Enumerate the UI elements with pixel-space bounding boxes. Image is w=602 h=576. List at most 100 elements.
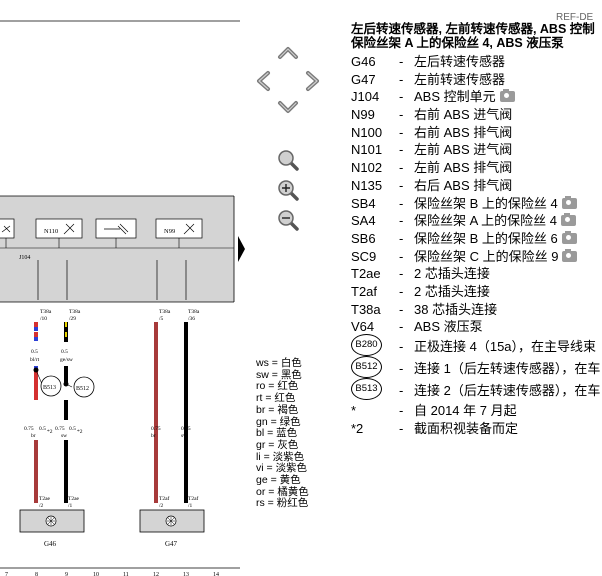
- zoom-reset-icon[interactable]: [276, 148, 300, 172]
- color-code: ge: [256, 474, 268, 487]
- pin-label: /5: [159, 316, 164, 322]
- arrow-down-icon[interactable]: [276, 100, 300, 116]
- equals-sign: =: [267, 415, 280, 428]
- equals-sign: =: [264, 497, 277, 510]
- legend-dash: -: [399, 213, 404, 229]
- legend-dash: -: [399, 301, 404, 317]
- splice-label-b513: B513: [43, 385, 56, 391]
- legend-row: SA4-保险丝架 A 上的保险丝 4: [351, 212, 602, 230]
- legend-desc: 右后 ABS 排气阀: [414, 177, 512, 195]
- color-code: ws: [256, 357, 269, 369]
- color-code: sw: [256, 368, 269, 381]
- color-code-row: vi = 淡紫色: [256, 462, 309, 475]
- wiring-diagram-svg: - ---- N110 N99 J104 T38a /10 T38a /29 T…: [0, 20, 240, 576]
- ruler-number: 8: [35, 572, 38, 576]
- camera-icon[interactable]: [561, 230, 577, 244]
- legend-row: N135-右后 ABS 排气阀: [351, 177, 602, 195]
- equals-sign: =: [264, 427, 277, 440]
- sensor-pin-label: /1: [68, 503, 73, 509]
- ruler-number: 7: [5, 572, 8, 576]
- color-name: 淡紫色: [275, 462, 308, 475]
- legend-dash: -: [399, 339, 404, 354]
- splice-circle-b512: [73, 376, 95, 398]
- camera-icon[interactable]: [562, 248, 578, 262]
- equals-sign: =: [268, 357, 281, 369]
- color-code: vi: [256, 462, 264, 475]
- legend-desc: 左后转速传感器: [414, 53, 505, 71]
- legend-row: B280-正极连接 4（15a），在主导线束: [351, 334, 602, 358]
- camera-icon[interactable]: [561, 195, 577, 209]
- arrow-left-icon[interactable]: [254, 69, 272, 93]
- ruler-number: 13: [183, 572, 189, 576]
- pin-label: T38a: [69, 309, 81, 315]
- arrow-up-icon[interactable]: [276, 44, 300, 60]
- legend-desc: 2 芯插头连接: [414, 283, 490, 301]
- note-label: *2: [47, 429, 53, 435]
- legend-desc-text: 右前 ABS 排气阀: [414, 124, 513, 140]
- legend-desc-text: 2 芯插头连接: [414, 283, 490, 299]
- legend-dash: -: [399, 283, 404, 299]
- legend-code: *2: [351, 420, 364, 436]
- legend-row: B513-连接 2（后左转速传感器），在车: [351, 378, 602, 402]
- legend-code: T2af: [351, 283, 378, 299]
- color-name: 蓝色: [276, 427, 298, 440]
- next-page-arrow-icon[interactable]: [238, 236, 246, 262]
- color-name: 褐色: [277, 403, 299, 416]
- sensor-box-g47: G47: [139, 509, 205, 548]
- wire-size-label: 0.5: [31, 349, 38, 355]
- legend-desc: 2 芯插头连接: [414, 265, 490, 283]
- wire-size-label: 0.75: [55, 426, 65, 432]
- legend-desc-text: 38 芯插头连接: [414, 301, 498, 317]
- legend-row: N101-左前 ABS 进气阀: [351, 141, 602, 159]
- legend-desc-text: 保险丝架 C 上的保险丝 9: [414, 248, 559, 264]
- wiring-diagram[interactable]: - ---- N110 N99 J104 T38a /10 T38a /29 T…: [0, 0, 240, 576]
- sensor-pin-label: /1: [188, 503, 193, 509]
- arrow-right-icon[interactable]: [304, 69, 322, 93]
- legend-row: B512-连接 1（后左转速传感器），在车: [351, 356, 602, 380]
- color-code-row: li = 淡紫色: [256, 451, 309, 464]
- legend-desc: 保险丝架 C 上的保险丝 9: [414, 248, 578, 266]
- legend-code: SA4: [351, 213, 376, 229]
- legend-dash: -: [399, 142, 404, 158]
- legend-row: *-自 2014 年 7 月起: [351, 402, 602, 420]
- zoom-in-icon[interactable]: [276, 178, 300, 202]
- wire-size-label: 0.5: [69, 426, 76, 432]
- equals-sign: =: [268, 368, 281, 381]
- color-name: 橘黄色: [277, 485, 309, 498]
- legend-desc-text: 左前 ABS 排气阀: [414, 160, 513, 176]
- sensor-pin-label: T2ae: [68, 496, 80, 502]
- wire-color-label: br: [31, 433, 36, 439]
- legend-desc: 左前转速传感器: [414, 71, 505, 89]
- camera-icon[interactable]: [561, 213, 577, 227]
- legend-row: V64-ABS 液压泵: [351, 318, 602, 336]
- legend-code: N102: [351, 160, 383, 176]
- wire-color-label: br: [151, 433, 156, 439]
- color-name: 红色: [277, 380, 299, 393]
- camera-icon[interactable]: [499, 89, 515, 103]
- ruler-number: 10: [93, 572, 99, 576]
- legend-desc: 右前 ABS 排气阀: [414, 124, 512, 142]
- sensor-pin-label: /2: [39, 503, 44, 509]
- valve-box-n110: N110: [35, 218, 83, 239]
- legend-dash: -: [399, 403, 404, 418]
- legend-code: J104: [351, 89, 380, 105]
- legend-title-line1: 左后转速传感器, 左前转速传感器, ABS 控制: [351, 22, 595, 36]
- legend-code: V64: [351, 319, 375, 335]
- legend-dash: -: [399, 107, 404, 123]
- wire-size-label: 0.5: [61, 349, 68, 355]
- valve-box-3: [95, 218, 137, 239]
- ruler-number: 11: [123, 572, 129, 576]
- zoom-out-icon[interactable]: [276, 208, 300, 232]
- legend-dash: -: [399, 383, 404, 398]
- equals-sign: =: [265, 438, 278, 451]
- equals-sign: =: [267, 474, 280, 487]
- color-name: 黑色: [280, 368, 302, 381]
- legend-dash: -: [399, 319, 404, 335]
- legend-desc: 正极连接 4（15a），在主导线束: [414, 339, 597, 354]
- legend-desc: 截面积视装备而定: [414, 420, 519, 436]
- legend-dash: -: [399, 160, 404, 176]
- component-legend: 左后转速传感器, 左前转速传感器, ABS 控制 保险丝架 A 上的保险丝 4,…: [351, 22, 602, 472]
- pin-label: T38a: [159, 309, 171, 315]
- navigation-controls: [250, 40, 330, 240]
- legend-row: *2-截面积视装备而定: [351, 420, 602, 438]
